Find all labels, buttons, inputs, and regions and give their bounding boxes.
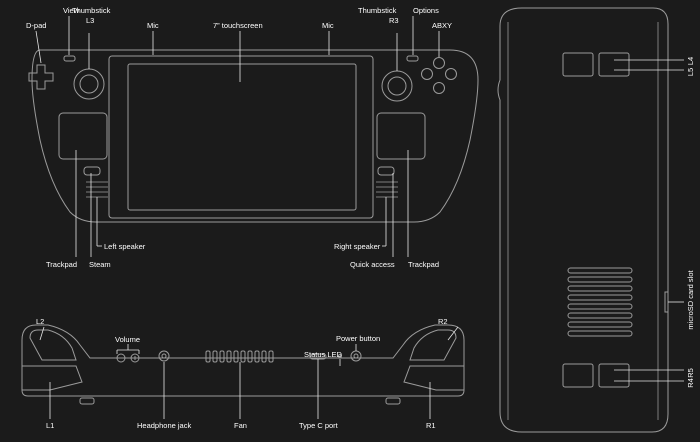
- label-mic-right: Mic: [322, 21, 334, 30]
- label-view: View: [63, 6, 80, 15]
- steam-button: [83, 166, 101, 176]
- headphone-jack-hole: [161, 353, 167, 359]
- label-left-speaker: Left speaker: [104, 242, 146, 251]
- label-thumbstick-l3-line2: L3: [86, 16, 94, 25]
- microsd-slot-shape: [664, 291, 669, 313]
- top-leader-lines: [39, 326, 459, 419]
- label-headphone-jack: Headphone jack: [137, 421, 191, 430]
- label-mic-left: Mic: [147, 21, 159, 30]
- left-thumbstick-cap: [79, 74, 99, 94]
- label-r2: R2: [438, 317, 448, 326]
- r5-button: [598, 363, 630, 388]
- left-trackpad: [58, 112, 108, 160]
- label-fan: Fan: [234, 421, 247, 430]
- left-thumbstick-ring: [73, 68, 105, 100]
- front-leader-lines: [35, 16, 440, 257]
- label-status-led: Status LED: [304, 350, 343, 359]
- l2-trigger: [29, 329, 77, 361]
- label-power-button: Power button: [336, 334, 380, 343]
- status-led-dot: [338, 354, 342, 358]
- label-steam: Steam: [89, 260, 111, 269]
- label-microsd-slot: microSD card slot: [686, 269, 695, 329]
- x-button: [421, 68, 433, 80]
- view-button: [63, 55, 76, 62]
- back-body-outline: [497, 7, 669, 433]
- options-button: [406, 55, 419, 62]
- touchscreen-panel: [127, 63, 357, 211]
- label-trackpad-left: Trackpad: [46, 260, 77, 269]
- label-r5: R5: [686, 368, 695, 378]
- label-r4: R4: [686, 378, 695, 388]
- label-r1: R1: [426, 421, 436, 430]
- label-dpad: D-pad: [26, 21, 46, 30]
- l4-button: [562, 52, 594, 77]
- dpad-cross: [28, 64, 54, 90]
- label-thumbstick-r3-line2: R3: [389, 16, 399, 25]
- quick-access-button: [377, 166, 395, 176]
- label-volume: Volume: [115, 335, 140, 344]
- r4-button: [598, 52, 630, 77]
- l5-button: [562, 363, 594, 388]
- r2-trigger: [409, 329, 457, 361]
- label-type-c-port: Type C port: [299, 421, 339, 430]
- back-leader-lines: [614, 59, 684, 382]
- back-vent-slots: [567, 267, 633, 337]
- volume-up-button: [130, 353, 140, 363]
- b-button: [445, 68, 457, 80]
- headphone-jack-port: [158, 350, 170, 362]
- right-thumbstick-cap: [387, 76, 407, 96]
- label-l5: L5: [686, 68, 695, 76]
- right-foot: [385, 397, 401, 405]
- top-view: L2 R2 Volume Status LED Power button L1 …: [21, 317, 465, 430]
- label-options: Options: [413, 6, 439, 15]
- label-quick-access: Quick access: [350, 260, 395, 269]
- label-l4: L4: [686, 57, 695, 65]
- right-trackpad: [376, 112, 426, 160]
- power-button-center: [353, 353, 359, 359]
- label-touchscreen: 7” touchscreen: [213, 21, 263, 30]
- r1-bumper: [403, 365, 464, 391]
- screen-bezel: [108, 55, 374, 219]
- front-body-outline: [31, 49, 479, 223]
- power-button-shape: [350, 350, 362, 362]
- right-thumbstick-ring: [381, 70, 413, 102]
- top-body-outline: [21, 324, 465, 397]
- fan-vent-slots: [205, 350, 274, 363]
- right-speaker-grille: [376, 181, 398, 198]
- label-thumbstick-r3-line1: Thumbstick: [358, 6, 397, 15]
- label-l1: L1: [46, 421, 54, 430]
- left-speaker-grille: [86, 181, 108, 198]
- label-thumbstick-l3-line1: Thumbstick: [72, 6, 111, 15]
- label-trackpad-right: Trackpad: [408, 260, 439, 269]
- l1-bumper: [22, 365, 83, 391]
- a-button: [433, 82, 445, 94]
- label-l2: L2: [36, 317, 44, 326]
- left-foot: [79, 397, 95, 405]
- y-button: [433, 57, 445, 69]
- label-right-speaker: Right speaker: [334, 242, 381, 251]
- front-view: D-pad View Thumbstick L3 Mic 7” touchscr…: [26, 6, 479, 269]
- label-abxy: ABXY: [432, 21, 452, 30]
- back-view: L4 L5 microSD card slot R5 R4: [497, 7, 695, 433]
- volume-down-button: [116, 353, 126, 363]
